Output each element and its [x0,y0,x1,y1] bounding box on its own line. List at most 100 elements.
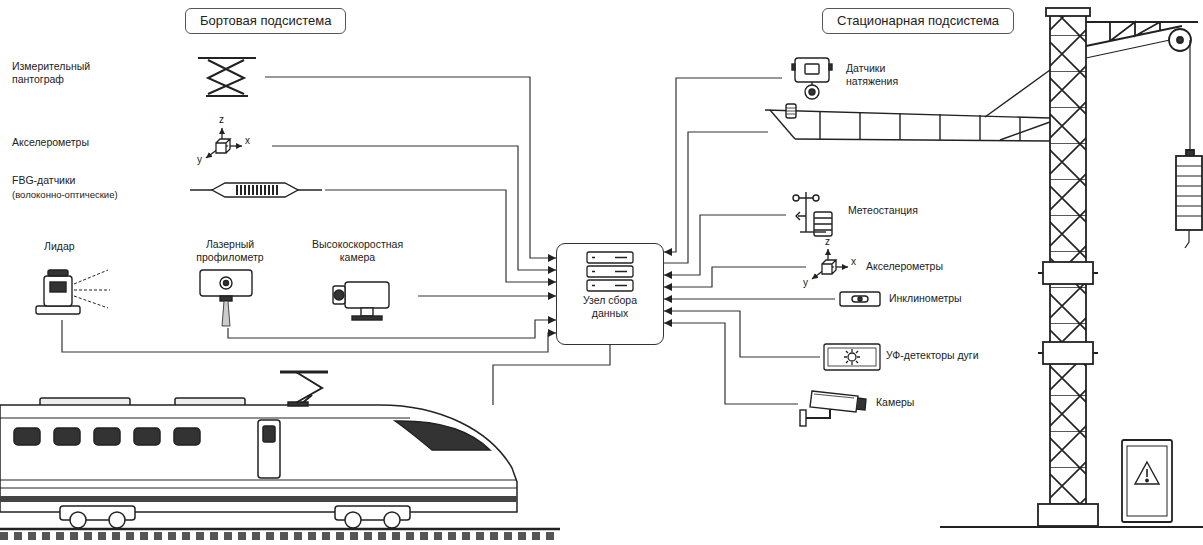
laser-profilometer-icon [220,296,232,301]
tension-sensor-icon [795,58,829,82]
train [0,418,410,419]
node-label: Высокоскоростная камера [300,238,415,263]
connector-arrow [228,320,556,338]
laser-profilometer-icon [200,270,252,326]
catenary [765,110,1050,118]
node-label: FBG-датчики [12,174,152,187]
catenary-mast [1038,504,1098,526]
train [0,372,560,540]
tension-sensor-icon [829,64,832,70]
catenary-mast [1122,440,1172,522]
node-label: Акселерометры [866,260,956,273]
uv-arc-detector-icon [848,353,856,361]
lidar-icon [50,282,66,292]
train [174,428,200,445]
lidar-icon [74,270,110,308]
train [280,371,328,374]
subsystem-header: Стационарная подсистема [822,8,1014,34]
connector-arrow [664,215,786,275]
inclinometer-icon [858,297,862,301]
cctv-camera-icon [856,398,866,410]
weather-station-icon [793,192,832,236]
node-label: Измерительный пантограф [12,60,104,85]
catenary [786,108,796,114]
connector-arrow [664,78,782,252]
node-label: УФ-детекторы дуги [886,349,996,362]
inclinometer-icon [852,296,868,302]
catenary-mast [1127,446,1167,516]
catenary-mast [1169,29,1191,51]
train [54,428,80,445]
lidar-icon [36,270,110,314]
catenary [786,104,796,118]
laser-profilometer-icon [224,281,229,286]
tension-sensor-icon [809,89,815,95]
sensor-item: Акселерометры [806,246,959,286]
connector-arrow [418,295,556,296]
weather-station-icon [813,195,819,201]
sensor-item: Лазерный профилометр [185,238,278,328]
node-label: Датчики натяжения [846,62,936,87]
node-sublabel: (волоконно-оптические) [12,189,162,200]
weather-station-icon [793,195,799,201]
axis-letter: y [197,155,202,165]
lidar-icon [48,270,68,276]
laser-profilometer-icon [222,301,230,326]
fbg-sensor-icon [190,183,322,197]
catenary-mast [1176,166,1202,216]
catenary-mast [1043,342,1093,364]
highspeed-camera-icon [334,290,344,300]
connector-arrow [62,320,556,352]
cctv-camera-icon [800,391,866,426]
catenary [985,70,1050,140]
cctv-camera-icon [810,391,858,412]
catenary-mast [1038,272,1098,274]
train [109,512,125,528]
sensor-item: Высокоскоростная камера [300,238,418,320]
node-label: Стационарная подсистема [823,9,1013,33]
highspeed-camera-icon [361,308,373,316]
subsystem-header: Бортовая подсистема [185,8,346,34]
sensor-item: Инклинометры [835,288,977,310]
connector-arrow [664,267,806,287]
node-label: Узел сбора данных [557,294,663,325]
sensor-item: Метеостанция [786,188,941,243]
tension-sensor-icon [792,58,832,99]
signal-lines [664,132,768,263]
node-label: Акселерометры [12,136,112,149]
axis-letter: z [825,237,830,247]
train [94,428,120,445]
catenary-mast [1043,262,1093,284]
sensor-item: Акселерометры [10,122,272,164]
inclinometer-icon [840,292,880,306]
train [258,420,280,478]
catenary-mast [1086,40,1190,150]
train [0,528,560,531]
pantograph-icon [198,58,256,96]
cctv-camera-icon [800,410,806,426]
cctv-camera-icon [806,409,830,418]
catenary-mast [1146,469,1148,477]
catenary-mast [1050,14,1086,506]
fbg-sensor-icon [234,185,278,195]
train [0,532,560,540]
train [14,428,40,445]
node-label: Камеры [876,396,936,409]
tension-sensor-icon [805,85,819,99]
catenary-mast [940,526,1203,528]
tension-sensor-icon [792,64,795,70]
highspeed-camera-icon [333,282,389,320]
train [70,512,86,528]
connector-arrow [664,323,798,404]
node-label: Лазерный профилометр [185,238,275,263]
signal-lines [493,132,768,405]
node-label: Лидар [44,240,104,253]
catenary-mast [1046,8,1090,16]
pantograph-icon [198,58,256,96]
weather-station-icon [814,218,832,230]
train [384,512,400,528]
train [395,421,490,450]
accelerometer-icon [216,139,230,153]
node-label: Бортовая подсистема [186,9,345,33]
